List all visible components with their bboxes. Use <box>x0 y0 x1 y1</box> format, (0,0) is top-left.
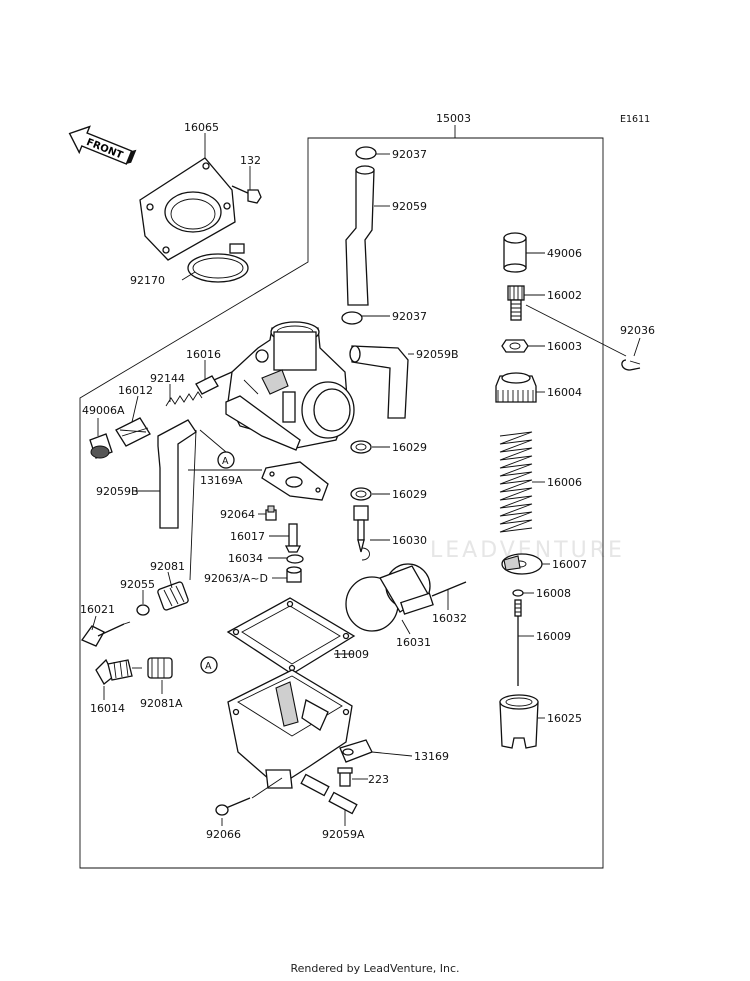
adjuster-16002-part <box>507 285 525 321</box>
label-92063: 92063/A~D <box>204 572 268 585</box>
throttle-valve-16025-part <box>499 694 539 749</box>
pin-16032-part <box>431 581 467 597</box>
hose-92059B-left-part <box>157 419 197 529</box>
o-ring-92055-part <box>136 604 150 616</box>
label-13169A: 13169A <box>200 474 243 487</box>
part-labels: 16065 132 92170 15003 92037 92059 92037 … <box>80 112 655 841</box>
plate-13169A-part <box>261 461 329 501</box>
o-ring-92036-part <box>621 359 641 371</box>
label-16032: 16032 <box>432 612 467 625</box>
jet-92063-part <box>286 566 302 583</box>
cap-16004-part <box>495 372 537 403</box>
hose-92059A-upper-part <box>300 773 330 797</box>
clip-92037-lower-part <box>341 311 363 325</box>
label-16031: 16031 <box>396 636 431 649</box>
callout-letter: A <box>222 456 229 467</box>
label-132: 132 <box>240 154 261 167</box>
label-16016: 16016 <box>186 348 221 361</box>
spring-16006-part <box>499 431 533 533</box>
part-16017 <box>284 523 302 553</box>
assembly-bracket <box>79 125 604 869</box>
intake-holder-part <box>139 157 236 261</box>
label-16002: 16002 <box>547 289 582 302</box>
clamp-part <box>187 243 249 283</box>
label-16021: 16021 <box>80 603 115 616</box>
label-92144: 92144 <box>150 372 185 385</box>
screw-16014-part <box>95 658 142 685</box>
washer-16034-part <box>286 554 304 564</box>
label-16034: 16034 <box>228 552 263 565</box>
callout-marker-a-upper: A <box>217 451 235 469</box>
clip-92037-top-part <box>355 146 377 160</box>
label-92066: 92066 <box>206 828 241 841</box>
label-92081: 92081 <box>150 560 185 573</box>
cap-49006A-part <box>89 433 113 459</box>
spring-92144-part <box>165 391 203 407</box>
label-11009: 11009 <box>334 648 369 661</box>
bolt-132-part <box>231 185 262 204</box>
clip-16008-part <box>512 589 524 597</box>
footer-credit: Rendered by LeadVenture, Inc. <box>290 962 460 975</box>
label-16014: 16014 <box>90 702 125 715</box>
screw-223-part <box>337 767 353 787</box>
label-16017: 16017 <box>230 530 265 543</box>
hose-92059A-lower-part <box>328 791 358 815</box>
label-16025: 16025 <box>547 712 582 725</box>
callout-letter: A <box>205 661 212 672</box>
label-16004: 16004 <box>547 386 582 399</box>
needle-16009-part <box>514 599 522 686</box>
label-16007: 16007 <box>552 558 587 571</box>
label-15003: 15003 <box>436 112 471 125</box>
spring-92081-part <box>157 581 189 611</box>
screw-92066-part <box>215 797 251 816</box>
label-16008: 16008 <box>536 587 571 600</box>
retainer-16007-part <box>501 553 543 575</box>
leader-lines <box>91 133 641 826</box>
label-16030: 16030 <box>392 534 427 547</box>
front-arrow-icon: FRONT <box>68 125 137 165</box>
label-16009: 16009 <box>536 630 571 643</box>
label-49006A: 49006A <box>82 404 125 417</box>
float-16031-part <box>345 563 434 632</box>
gasket-11009-part <box>226 597 356 675</box>
part-92064 <box>265 505 277 521</box>
label-16006: 16006 <box>547 476 582 489</box>
needle-valve-16030-part <box>353 505 370 561</box>
label-49006: 49006 <box>547 247 582 260</box>
diagram-code: E1611 <box>620 114 650 125</box>
part-16016 <box>195 371 233 395</box>
callout-marker-a-lower: A <box>200 656 218 674</box>
label-92064: 92064 <box>220 508 255 521</box>
label-92059B-right: 92059B <box>416 348 459 361</box>
label-13169: 13169 <box>414 750 449 763</box>
label-92037-lower: 92037 <box>392 310 427 323</box>
label-16029-upper: 16029 <box>392 441 427 454</box>
label-92055: 92055 <box>120 578 155 591</box>
label-92036: 92036 <box>620 324 655 337</box>
part-16012 <box>115 417 151 447</box>
hose-92059B-right-part <box>349 345 409 419</box>
cap-49006-part <box>503 232 527 273</box>
washer-16029-upper-part <box>350 440 372 454</box>
label-92059A: 92059A <box>322 828 365 841</box>
label-92059B-left: 92059B <box>96 485 139 498</box>
label-16065: 16065 <box>184 121 219 134</box>
label-223: 223 <box>368 773 389 786</box>
washer-16029-lower-part <box>350 487 372 501</box>
label-92037-top: 92037 <box>392 148 427 161</box>
screw-16021-part <box>81 621 131 647</box>
label-16029-lower: 16029 <box>392 488 427 501</box>
spring-92081A-part <box>147 657 173 679</box>
label-16012: 16012 <box>118 384 153 397</box>
label-92170: 92170 <box>130 274 165 287</box>
nut-16003-part <box>501 339 529 353</box>
float-bowl-part <box>227 669 353 789</box>
label-92059: 92059 <box>392 200 427 213</box>
label-16003: 16003 <box>547 340 582 353</box>
carburetor-body-part <box>225 321 355 451</box>
vent-hose-92059-part <box>345 165 375 306</box>
label-92081A: 92081A <box>140 697 183 710</box>
